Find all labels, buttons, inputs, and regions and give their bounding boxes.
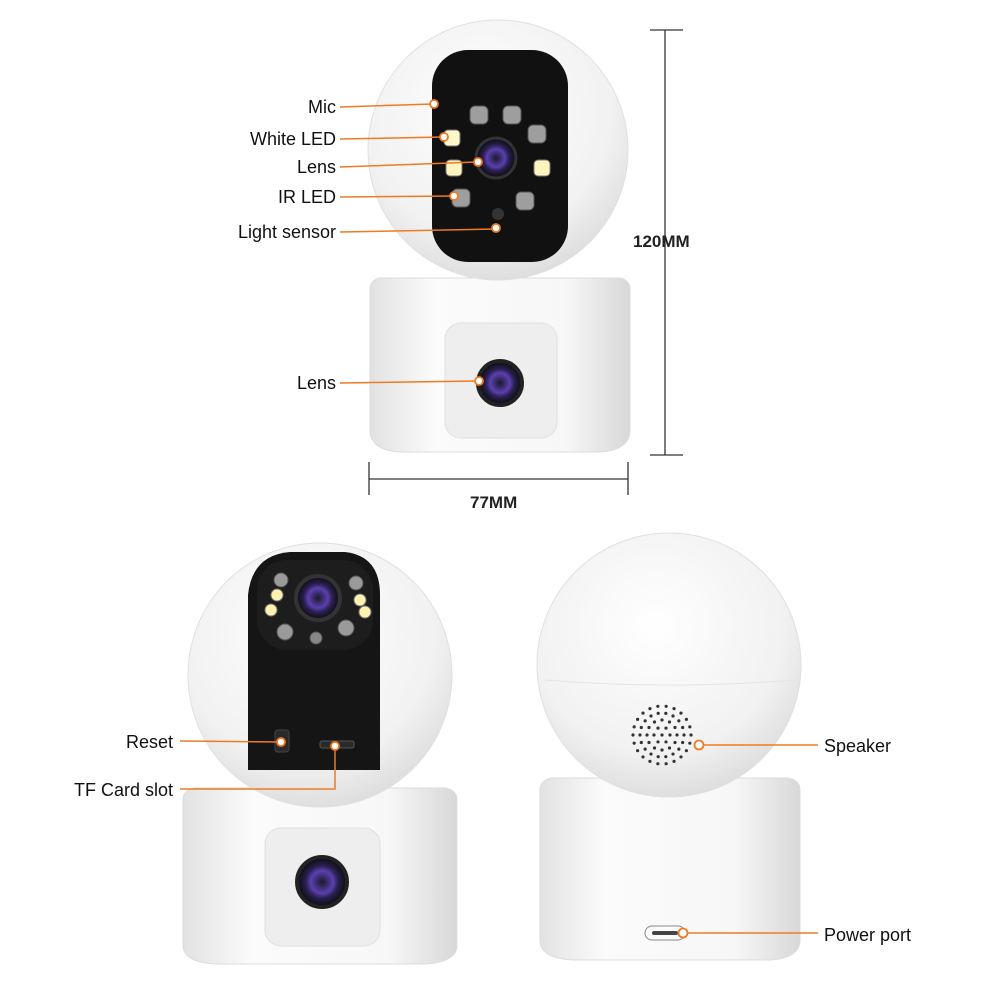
speaker-hole [672, 707, 676, 711]
side-bottom-lens [295, 855, 349, 909]
speaker-hole [643, 747, 647, 751]
speaker-hole [638, 733, 642, 737]
light-sensor-dot [492, 208, 504, 220]
speaker-hole [632, 741, 636, 745]
speaker-hole [664, 704, 668, 708]
back-callout-dots [677, 739, 705, 939]
label-lens-bottom: Lens [296, 373, 336, 393]
front-callouts [339, 103, 497, 384]
speaker-hole [664, 711, 668, 715]
speaker-hole [660, 733, 664, 737]
speaker-hole [652, 733, 656, 737]
speaker-hole [632, 725, 636, 729]
speaker-grille [631, 704, 693, 766]
speaker-hole [681, 725, 685, 730]
width-dimension-label: 77MM [470, 493, 518, 512]
speaker-hole [648, 759, 652, 763]
speaker-hole [649, 714, 653, 718]
white-led [533, 159, 551, 177]
front-callout-dots [429, 99, 501, 386]
label-power-port: Power port [824, 925, 912, 945]
ir-led [527, 124, 547, 144]
speaker-hole [671, 752, 675, 756]
speaker-hole [667, 746, 672, 750]
speaker-hole [673, 740, 677, 745]
label-lens-top: Lens [296, 157, 336, 177]
speaker-hole [681, 740, 685, 745]
speaker-hole [647, 740, 651, 745]
side-led-ring [264, 572, 372, 645]
speaker-hole [684, 717, 688, 721]
speaker-hole [656, 704, 660, 708]
ir-led [515, 191, 535, 211]
back-dome [536, 532, 802, 798]
back-view-camera [536, 532, 802, 961]
speaker-hole [641, 711, 645, 715]
back-callouts [685, 744, 818, 934]
ir-led [502, 105, 522, 125]
speaker-hole [660, 748, 664, 752]
side-callout-dots [276, 737, 340, 751]
speaker-hole [656, 740, 660, 744]
label-white-led: White LED [249, 129, 336, 149]
speaker-hole [652, 746, 657, 750]
speaker-hole [671, 714, 675, 718]
front-bottom-lens [476, 359, 524, 407]
speaker-hole [664, 762, 668, 766]
speaker-hole [639, 725, 643, 730]
side-view-camera [182, 542, 458, 965]
speaker-hole [656, 726, 660, 730]
speaker-hole [677, 747, 681, 751]
label-ir-led: IR LED [277, 187, 336, 207]
speaker-hole [689, 733, 693, 737]
speaker-hole [688, 741, 692, 745]
label-speaker: Speaker [824, 736, 892, 756]
speaker-hole [641, 755, 645, 759]
speaker-hole [648, 707, 652, 711]
speaker-hole [643, 719, 647, 723]
speaker-hole [656, 711, 660, 715]
speaker-hole [679, 755, 683, 759]
speaker-hole [639, 740, 643, 745]
height-dimension-line [650, 29, 683, 456]
label-light-sensor: Light sensor [237, 222, 336, 242]
back-base [539, 777, 801, 961]
side-top-lens [294, 574, 342, 622]
speaker-hole [656, 755, 660, 759]
label-reset: Reset [125, 732, 173, 752]
speaker-hole [660, 718, 664, 722]
speaker-hole [682, 733, 686, 737]
label-mic: Mic [308, 97, 336, 117]
side-callouts [179, 740, 336, 790]
speaker-hole [684, 749, 688, 753]
speaker-hole [652, 720, 657, 724]
speaker-hole [664, 726, 668, 730]
speaker-hole [677, 719, 681, 723]
front-top-lens [474, 136, 518, 180]
speaker-hole [672, 759, 676, 763]
speaker-hole [649, 752, 653, 756]
height-dimension-label: 120MM [633, 232, 690, 251]
ir-led [469, 105, 489, 125]
speaker-hole [675, 733, 679, 737]
front-view-camera [367, 19, 631, 453]
speaker-hole [679, 711, 683, 715]
speaker-hole [636, 717, 640, 721]
width-dimension-line [368, 462, 629, 495]
white-led [445, 159, 463, 177]
speaker-hole [673, 725, 677, 730]
speaker-hole [631, 733, 635, 737]
speaker-hole [656, 762, 660, 766]
speaker-hole [688, 725, 692, 729]
speaker-hole [645, 733, 649, 737]
label-tf-card-slot: TF Card slot [73, 780, 173, 800]
speaker-hole [664, 740, 668, 744]
speaker-hole [667, 720, 672, 724]
speaker-hole [664, 755, 668, 759]
speaker-hole [647, 725, 651, 730]
speaker-hole [668, 733, 672, 737]
speaker-hole [636, 749, 640, 753]
